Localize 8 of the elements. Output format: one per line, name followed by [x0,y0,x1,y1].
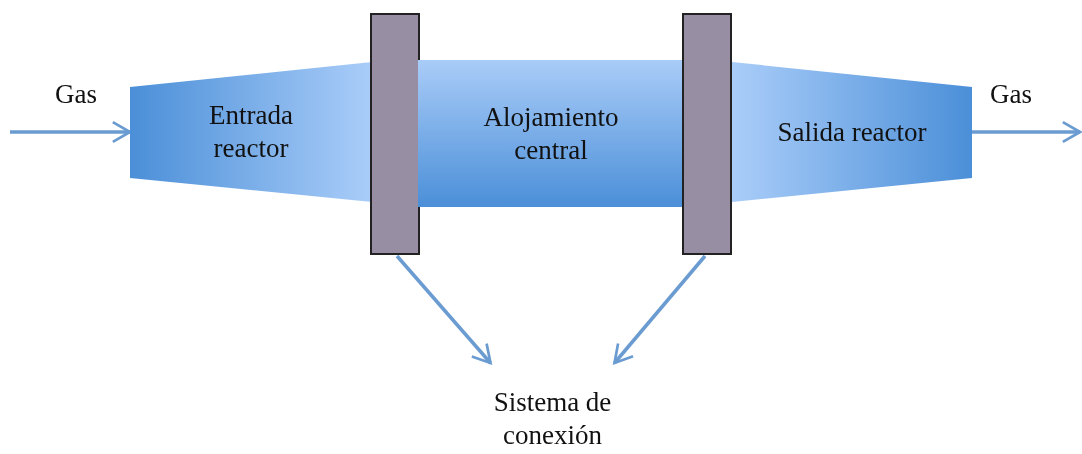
arrow [10,120,132,144]
arrow [395,254,492,365]
connection-system-label: Sistema de conexión [492,386,613,452]
arrow [613,254,707,365]
section-label: Alojamiento central [482,100,620,167]
arrow [972,120,1082,144]
section-label: Salida reactor [777,115,927,149]
section-label: Entrada reactor [208,99,294,165]
